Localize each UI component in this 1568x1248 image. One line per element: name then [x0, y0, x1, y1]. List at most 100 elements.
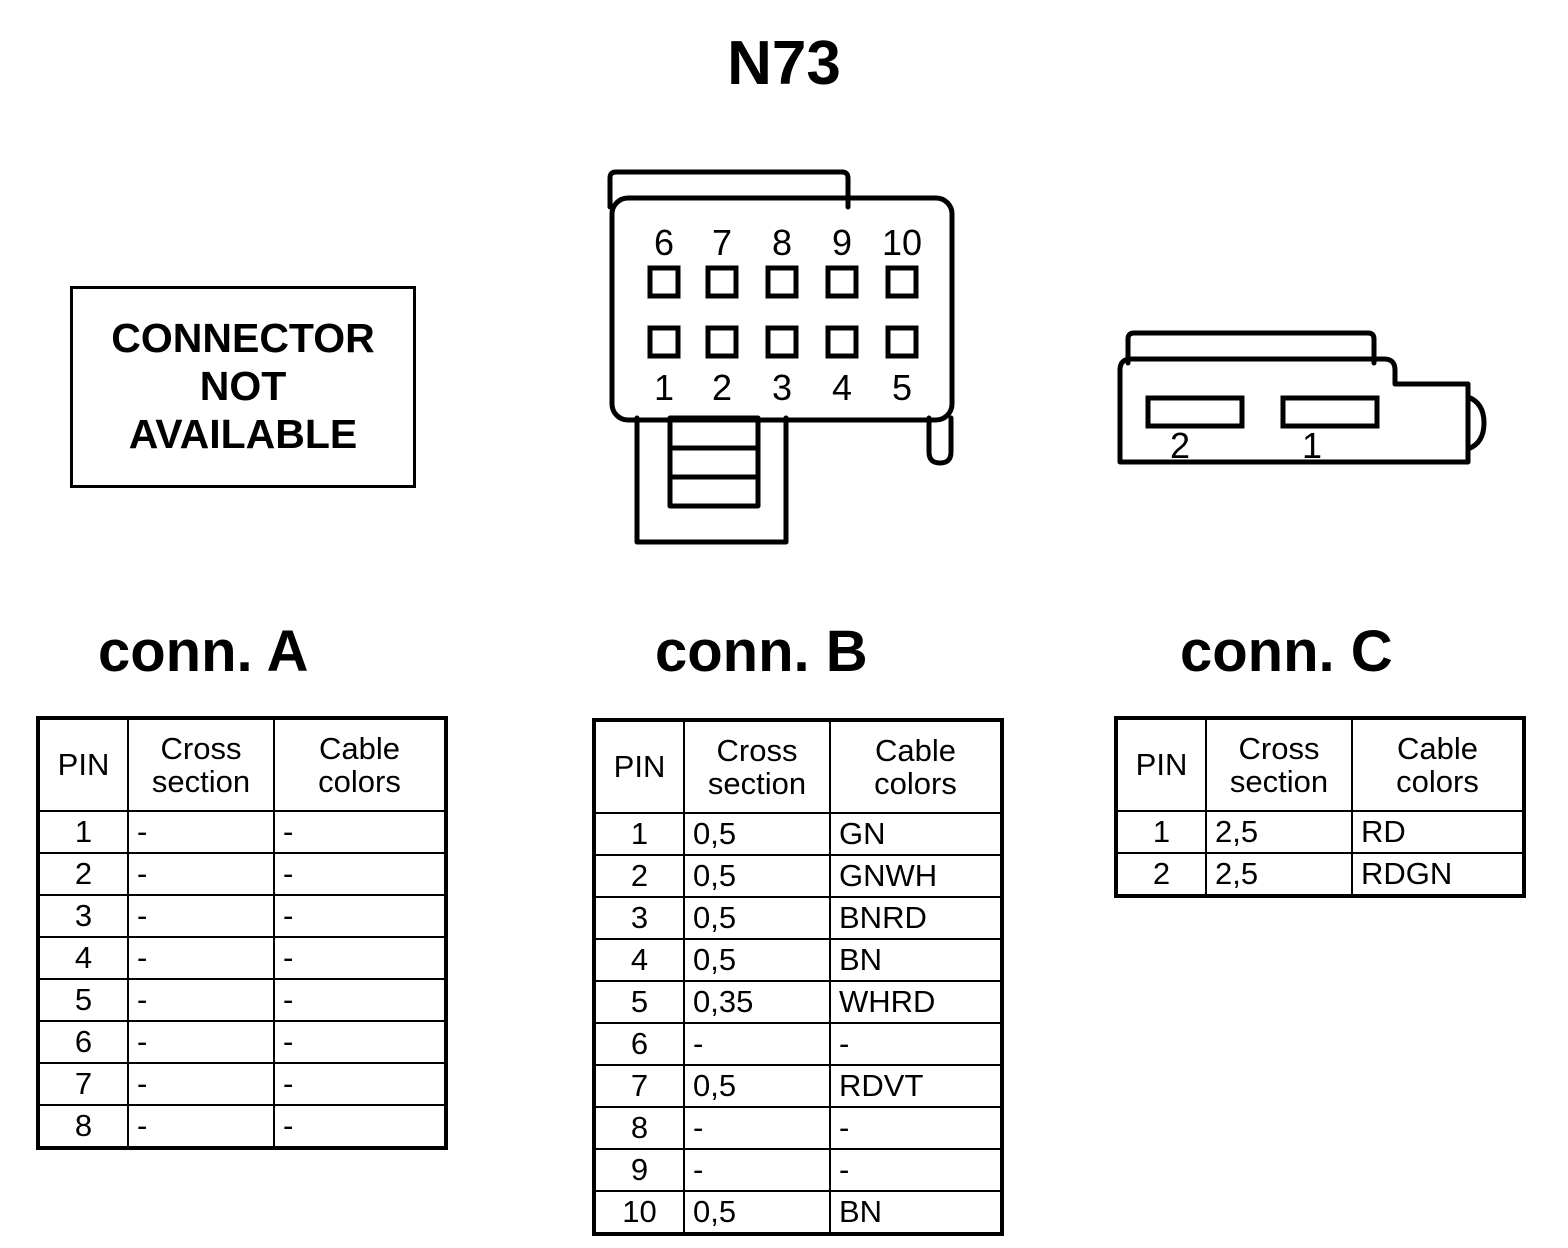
pin-label-4: 4	[832, 367, 852, 408]
slot-cavity-2	[1145, 395, 1245, 429]
header-cable-colors-line2: colors	[1396, 764, 1479, 799]
header-cable-colors: Cable colors	[1351, 717, 1525, 812]
table-row: 4--	[37, 936, 447, 980]
notice-line-2: NOT	[199, 363, 287, 410]
header-pin: PIN	[593, 719, 685, 814]
cell-cable-colors: -	[273, 1062, 447, 1106]
header-cross-section: Cross section	[683, 719, 831, 814]
pin-cavity-4	[825, 325, 859, 359]
cell-pin: 4	[37, 936, 129, 980]
header-cross-section-line2: section	[1229, 764, 1329, 799]
notice-line-1: CONNECTOR	[111, 315, 375, 362]
cell-cable-colors: GN	[829, 812, 1003, 856]
pin-cavity-7	[705, 265, 739, 299]
slot-label-1: 1	[1302, 425, 1322, 466]
heading-conn-c: conn. C	[1180, 619, 1393, 684]
cell-cross-section: 0,5	[683, 938, 831, 982]
pin-label-9: 9	[832, 222, 852, 263]
cell-pin: 1	[37, 810, 129, 854]
pin-cavity-2	[705, 325, 739, 359]
pin-cavity-5	[885, 325, 919, 359]
pin-label-6: 6	[654, 222, 674, 263]
pin-label-3: 3	[772, 367, 792, 408]
cell-pin: 9	[593, 1148, 685, 1192]
cell-cross-section: 0,5	[683, 812, 831, 856]
cell-cross-section: -	[127, 936, 275, 980]
cell-cable-colors: -	[273, 1020, 447, 1064]
cell-cable-colors: RD	[1351, 810, 1525, 854]
table-row: 3--	[37, 894, 447, 938]
connector-not-available-box: CONNECTOR NOT AVAILABLE	[70, 286, 416, 488]
cell-cross-section: -	[683, 1022, 831, 1066]
header-cross-section-line2: section	[151, 764, 251, 799]
pin-cavity-6	[647, 265, 681, 299]
cell-cable-colors: -	[273, 978, 447, 1022]
cell-cross-section: -	[127, 852, 275, 896]
pin-cavity-10	[885, 265, 919, 299]
cell-cable-colors: RDVT	[829, 1064, 1003, 1108]
cell-cross-section: -	[683, 1148, 831, 1192]
heading-conn-a: conn. A	[98, 619, 309, 684]
cell-cable-colors: -	[273, 810, 447, 854]
header-cross-section-line1: Cross	[1238, 730, 1320, 766]
cell-pin: 1	[1115, 810, 1207, 854]
cell-pin: 10	[593, 1190, 685, 1235]
pin-label-2: 2	[712, 367, 732, 408]
cell-cable-colors: WHRD	[829, 980, 1003, 1024]
table-row: 8--	[37, 1104, 447, 1149]
cell-pin: 3	[593, 896, 685, 940]
cell-cross-section: 0,35	[683, 980, 831, 1024]
table-row: 5--	[37, 978, 447, 1022]
header-cross-section-line1: Cross	[716, 732, 798, 768]
header-cross-section: Cross section	[127, 717, 275, 812]
header-cable-colors-line1: Cable	[1397, 730, 1478, 766]
cell-pin: 8	[593, 1106, 685, 1150]
pin-cavity-1	[647, 325, 681, 359]
table-header-row: PIN Cross section Cable colors	[593, 719, 1003, 814]
cell-cable-colors: BN	[829, 938, 1003, 982]
connector-b-diagram: 6 7 8 9 10 1 2 3 4 5	[607, 169, 955, 545]
cell-cross-section: -	[127, 1020, 275, 1064]
cell-cable-colors: GNWH	[829, 854, 1003, 898]
table-row: 2--	[37, 852, 447, 896]
table-row: 8--	[593, 1106, 1003, 1150]
pin-cavity-9	[825, 265, 859, 299]
cell-pin: 8	[37, 1104, 129, 1149]
pin-label-10: 10	[882, 222, 922, 263]
cell-cross-section: -	[683, 1106, 831, 1150]
header-cross-section: Cross section	[1205, 717, 1353, 812]
cell-cable-colors: -	[273, 936, 447, 980]
connector-c-diagram: 2 1	[1117, 330, 1487, 466]
page-title: N73	[727, 29, 841, 98]
pin-cavity-8	[765, 265, 799, 299]
cell-cross-section: -	[127, 810, 275, 854]
cell-pin: 2	[37, 852, 129, 896]
pin-label-7: 7	[712, 222, 732, 263]
cell-pin: 4	[593, 938, 685, 982]
cell-pin: 1	[593, 812, 685, 856]
cell-cross-section: -	[127, 978, 275, 1022]
cell-pin: 5	[37, 978, 129, 1022]
cell-cable-colors: BNRD	[829, 896, 1003, 940]
cell-pin: 6	[593, 1022, 685, 1066]
cell-cross-section: 0,5	[683, 896, 831, 940]
pin-label-8: 8	[772, 222, 792, 263]
cell-cable-colors: -	[273, 894, 447, 938]
cell-cross-section: 2,5	[1205, 810, 1353, 854]
table-row: 6--	[593, 1022, 1003, 1066]
header-cable-colors-line1: Cable	[875, 732, 956, 768]
header-cable-colors-line2: colors	[318, 764, 401, 799]
header-pin: PIN	[37, 717, 129, 812]
table-row: 6--	[37, 1020, 447, 1064]
cell-pin: 7	[593, 1064, 685, 1108]
